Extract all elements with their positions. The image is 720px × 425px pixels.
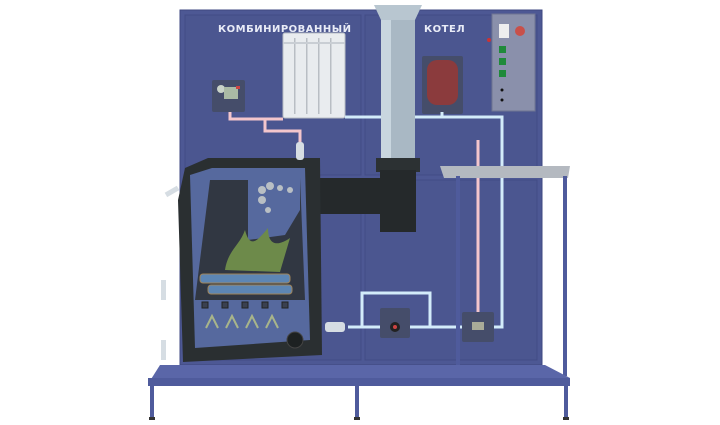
door-handle[interactable]	[164, 185, 180, 198]
stand-title-left: КОМБИНИРОВАННЫЙ	[218, 22, 352, 35]
base-frame	[148, 365, 570, 420]
air-flow-arrows	[205, 313, 279, 329]
return-pipe-fitting	[325, 322, 345, 332]
safety-group-gauge	[212, 80, 245, 112]
solid-fuel-boiler	[161, 142, 345, 362]
stand-title-right: КОТЕЛ	[424, 24, 465, 35]
expansion-tank	[422, 56, 463, 114]
mixing-valve	[462, 312, 494, 342]
indicator-1	[500, 88, 504, 92]
control-panel	[487, 13, 536, 112]
flame	[225, 228, 290, 272]
indicator-2	[500, 98, 504, 102]
firewood-log	[199, 273, 291, 284]
emergency-stop-button[interactable]	[515, 26, 525, 36]
control-button-2[interactable]	[499, 58, 506, 65]
air-vents	[201, 301, 289, 309]
control-button-1[interactable]	[499, 46, 506, 53]
indicator-lamp	[487, 38, 491, 42]
circulation-pump	[380, 308, 410, 338]
door-handle[interactable]	[161, 280, 166, 300]
circuit-breaker[interactable]	[499, 24, 509, 38]
cleanout-port	[286, 331, 304, 349]
smoke	[258, 182, 293, 213]
control-button-3[interactable]	[499, 70, 506, 77]
chimney-pipe	[374, 5, 422, 162]
flue-elbow	[320, 158, 420, 232]
side-table	[440, 166, 570, 376]
firewood-log	[207, 284, 293, 295]
door-handle[interactable]	[161, 340, 166, 360]
radiator	[282, 32, 346, 119]
